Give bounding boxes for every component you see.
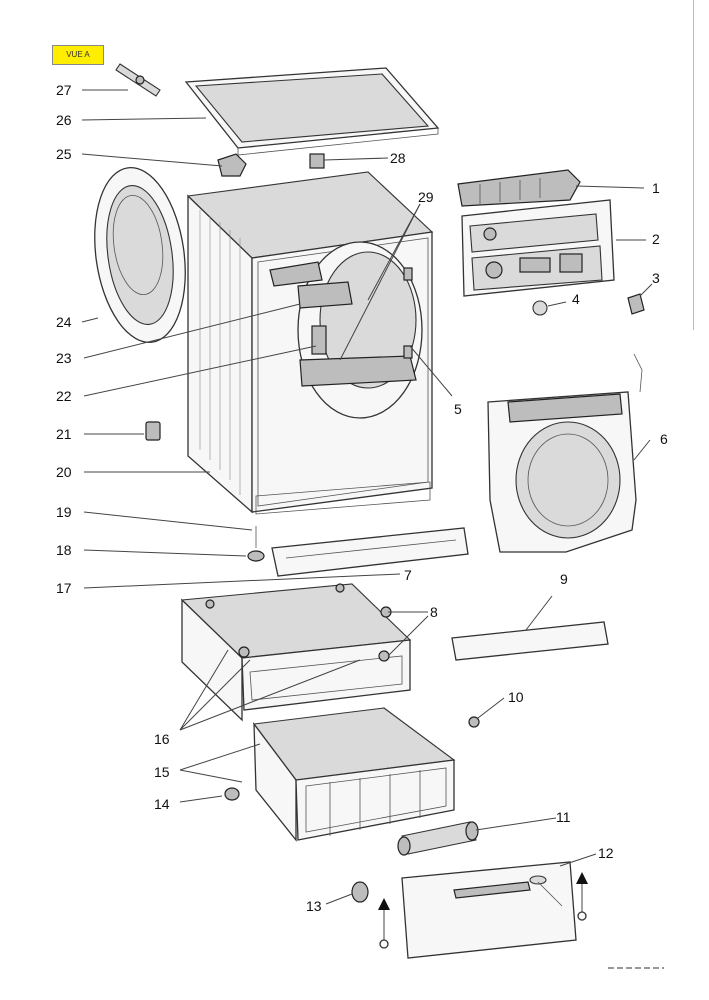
- part-9-strip: [451, 621, 609, 661]
- page-edge-rule: [693, 0, 694, 330]
- view-label: VUE A: [52, 45, 104, 65]
- callout-18: 18: [56, 542, 72, 558]
- part-10-screw: [468, 716, 480, 728]
- callout-29: 29: [418, 189, 434, 205]
- callout-13: 13: [306, 898, 322, 914]
- part-16-pedestal-frame: [180, 583, 412, 722]
- callout-14: 14: [154, 796, 170, 812]
- callout-22: 22: [56, 388, 72, 404]
- part-1-drawer-handle: [457, 169, 581, 207]
- callout-7: 7: [404, 567, 412, 583]
- callout-19: 19: [56, 504, 72, 520]
- part-11-roller: [397, 821, 479, 856]
- callout-28: 28: [390, 150, 406, 166]
- callout-20: 20: [56, 464, 72, 480]
- part-2-control-board: [461, 199, 615, 297]
- part-27-hinge: [115, 63, 161, 97]
- part-21-switch: [145, 421, 161, 441]
- callout-26: 26: [56, 112, 72, 128]
- callout-3: 3: [652, 270, 660, 286]
- callout-17: 17: [56, 580, 72, 596]
- part-28-clip: [309, 153, 325, 169]
- callout-9: 9: [560, 571, 568, 587]
- part-15-drawer: [252, 707, 456, 842]
- callout-24: 24: [56, 314, 72, 330]
- part-20-cabinet: [186, 171, 434, 515]
- callout-5: 5: [454, 401, 462, 417]
- callout-21: 21: [56, 426, 72, 442]
- callout-16: 16: [154, 731, 170, 747]
- assembly-arrows: [378, 872, 588, 949]
- callout-27: 27: [56, 82, 72, 98]
- callout-23: 23: [56, 350, 72, 366]
- part-3-clip: [627, 293, 645, 315]
- callout-15: 15: [154, 764, 170, 780]
- part-25-clip: [217, 153, 247, 177]
- part-14-clip: [224, 787, 240, 801]
- callout-11: 11: [556, 809, 571, 825]
- callout-4: 4: [572, 291, 580, 307]
- part-4-knob: [532, 300, 548, 316]
- callout-6: 6: [660, 431, 668, 447]
- leader-lines: [81, 89, 653, 905]
- callout-8: 8: [430, 604, 438, 620]
- callout-1: 1: [652, 180, 660, 196]
- callout-25: 25: [56, 146, 72, 162]
- part-26-top-lid: [184, 67, 440, 156]
- callout-labels: 27 26 25 28 29 1 2 3 4 24 23 22 5 21 6 2…: [56, 82, 668, 914]
- part-6-front-panel: [487, 353, 643, 553]
- part-24-door-gasket: [94, 166, 186, 344]
- callout-2: 2: [652, 231, 660, 247]
- callout-10: 10: [508, 689, 524, 705]
- part-13-wheel: [351, 881, 369, 903]
- callout-12: 12: [598, 845, 614, 861]
- part-18-19-foot: [247, 526, 265, 562]
- part-12-drawer-front: [401, 861, 577, 959]
- part-7-plinth: [271, 527, 469, 577]
